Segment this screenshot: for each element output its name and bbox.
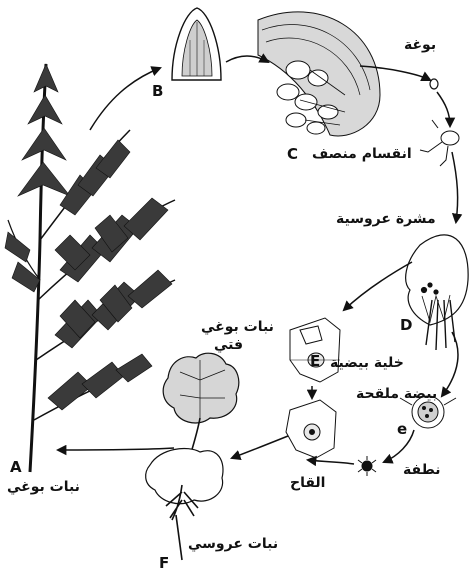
mature-fern-sporophyte	[7, 63, 176, 473]
sporophyte-label: نبات بوغي	[7, 479, 80, 495]
spore-label: بوغة	[404, 37, 437, 53]
young-sporophyte-label-line1: نبات بوغي	[201, 319, 274, 335]
sperm-label: نطفة	[403, 462, 441, 478]
life-cycle-arrows	[55, 53, 463, 467]
fern-pinnae	[4, 63, 173, 411]
prothallus	[405, 234, 469, 351]
sporangium-letter: B	[152, 82, 164, 100]
gametophyte-label: نبات عروسي	[188, 536, 279, 552]
antheridium	[399, 395, 457, 429]
meiosis-label: انقسام منصف	[312, 146, 412, 162]
archegonium-egg-cell	[289, 317, 341, 383]
sperm	[357, 456, 377, 476]
spore	[429, 78, 439, 90]
sporangium	[171, 7, 222, 81]
fertilized-egg-archegonium	[285, 399, 337, 459]
sperm-letter: e	[397, 420, 408, 438]
sporophyte-letter: A	[10, 458, 22, 476]
egg-cell-letter: E	[310, 352, 321, 370]
young-sporophyte-label-line2: فتي	[214, 337, 244, 353]
sorus-cross-section	[257, 11, 381, 137]
germinating-spore	[419, 119, 460, 167]
zygote-label: القاح	[290, 475, 326, 491]
gametophyte-with-roots	[145, 447, 224, 561]
meiosis-letter: C	[287, 145, 299, 163]
prothallus-label: مشرة عروسية	[336, 211, 436, 227]
fertilized-egg-label: بيضة ملقحة	[356, 386, 438, 402]
gametophyte-letter: F	[159, 554, 170, 572]
egg-cell-label: خلية بيضية	[330, 355, 404, 371]
prothallus-letter: D	[400, 316, 413, 334]
